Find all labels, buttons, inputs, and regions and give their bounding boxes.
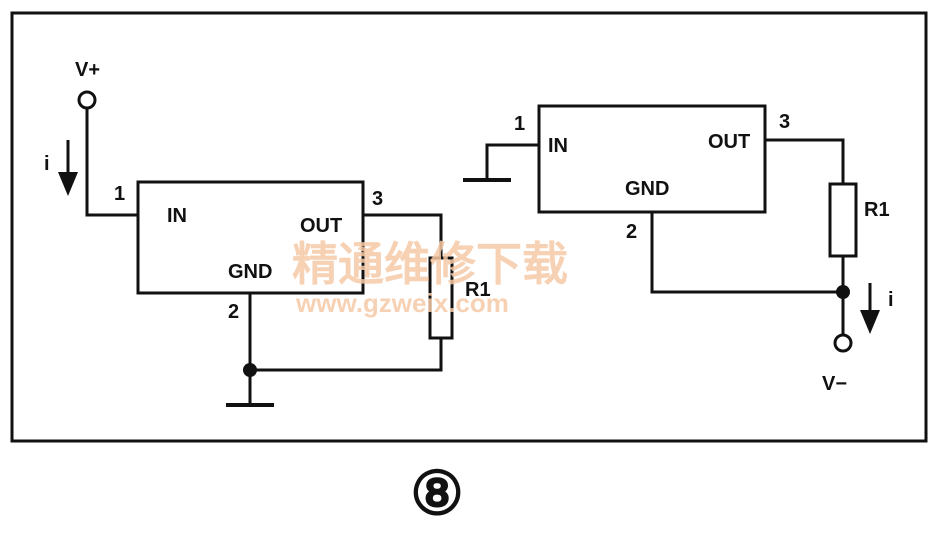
left-output-wire: [363, 213, 443, 258]
right-current-arrow-icon: [860, 283, 880, 334]
left-input-wire: [85, 108, 138, 217]
left-supply-label: V+: [75, 59, 100, 81]
left-current-arrow-icon: [58, 140, 78, 196]
right-pin-gnd-label: GND: [625, 178, 669, 200]
left-pin-gnd-number: 2: [228, 301, 239, 323]
right-output-wire: [765, 138, 845, 184]
right-pin-in-label: IN: [548, 135, 568, 157]
right-resistor-label: R1: [864, 199, 890, 221]
right-output-node: [836, 285, 850, 299]
watermark-url-text: www.gzweix.com: [295, 288, 509, 318]
right-resistor-body: [828, 182, 858, 258]
right-current-label: i: [888, 289, 894, 311]
left-resistor-ground-wire: [250, 338, 443, 372]
left-pin-out-number: 3: [372, 188, 383, 210]
left-pin-gnd-label: GND: [228, 261, 272, 283]
left-pin-out-label: OUT: [300, 215, 342, 237]
diagram-frame: [10, 11, 928, 443]
right-gnd-wire: [650, 212, 843, 294]
left-pin-in-number: 1: [114, 183, 125, 205]
watermark-cn-text: 精通维修下载: [292, 237, 568, 291]
right-pin-out-label: OUT: [708, 131, 750, 153]
right-pin-in-number: 1: [514, 113, 525, 135]
left-pin-in-label: IN: [167, 205, 187, 227]
figure-number: ⑧: [410, 460, 464, 527]
right-supply-label: V−: [822, 373, 847, 395]
right-pin-out-number: 3: [779, 111, 790, 133]
left-vplus-terminal: [77, 90, 97, 110]
left-circuit: [77, 90, 454, 407]
right-vminus-terminal: [833, 333, 853, 353]
left-resistor-label: R1: [465, 279, 491, 301]
left-current-label: i: [44, 153, 50, 175]
right-pin-gnd-number: 2: [626, 221, 637, 243]
right-circuit: [463, 104, 858, 353]
right-input-wire: [485, 143, 539, 180]
left-ground-node: [243, 363, 257, 377]
